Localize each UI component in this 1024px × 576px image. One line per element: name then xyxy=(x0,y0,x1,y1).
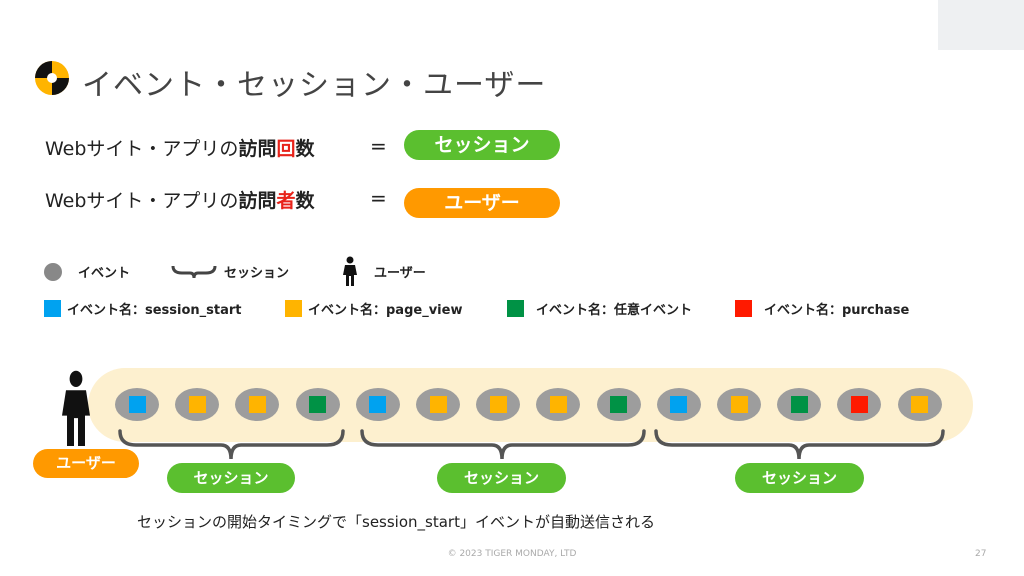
blue-square-icon xyxy=(44,300,61,317)
person-icon xyxy=(343,256,357,286)
legend-purchase: イベント名：purchase xyxy=(735,299,909,318)
event-circle xyxy=(596,388,641,421)
event-circle xyxy=(656,388,701,421)
page-number: 27 xyxy=(975,549,987,559)
event-type-square xyxy=(188,396,206,413)
event-type-square xyxy=(730,396,748,413)
brace-icon xyxy=(360,429,646,460)
yellow-square-icon xyxy=(285,300,302,317)
event-type-square xyxy=(248,396,266,413)
green-square-icon xyxy=(507,300,524,317)
brace-icon xyxy=(171,265,217,278)
session-label: セッション xyxy=(167,463,295,493)
event-type-square xyxy=(489,396,507,413)
legend-user: ユーザー xyxy=(342,256,426,286)
equals-sign: = xyxy=(370,186,387,210)
event-type-square xyxy=(911,396,929,413)
brace-icon xyxy=(118,429,345,460)
copyright: © 2023 TIGER MONDAY, LTD xyxy=(447,549,577,559)
event-type-square xyxy=(610,396,628,413)
event-type-square xyxy=(369,396,387,413)
event-circle xyxy=(536,388,581,421)
event-circle xyxy=(235,388,280,421)
brace-icon xyxy=(654,429,945,460)
page-title: イベント・セッション・ユーザー xyxy=(82,68,547,103)
legend-session-start: イベント名：session_start xyxy=(44,299,242,318)
equals-sign: = xyxy=(370,134,387,158)
event-type-square xyxy=(850,396,868,413)
event-type-square xyxy=(429,396,447,413)
event-circle xyxy=(295,388,340,421)
event-circle xyxy=(897,388,942,421)
session-pill: セッション xyxy=(404,130,560,160)
event-circle xyxy=(355,388,400,421)
session-braces xyxy=(118,429,945,460)
legend-page-view: イベント名：page_view xyxy=(285,299,462,318)
event-circle xyxy=(837,388,882,421)
legend-custom-event: イベント名：任意イベント xyxy=(507,299,692,318)
definition-session: Webサイト・アプリの訪問回数 xyxy=(45,138,315,160)
event-type-square xyxy=(128,396,146,413)
definition-user: Webサイト・アプリの訪問者数 xyxy=(45,190,315,212)
user-label: ユーザー xyxy=(33,449,139,478)
session-label: セッション xyxy=(437,463,566,493)
session-label: セッション xyxy=(735,463,864,493)
red-square-icon xyxy=(735,300,752,317)
user-pill: ユーザー xyxy=(404,188,560,218)
circle-icon xyxy=(44,262,62,281)
event-type-square xyxy=(790,396,808,413)
event-type-square xyxy=(309,396,327,413)
event-circle xyxy=(777,388,822,421)
event-circle xyxy=(175,388,220,421)
event-circle xyxy=(717,388,761,421)
legend-session: セッション xyxy=(170,262,289,281)
caption: セッションの開始タイミングで「session_start」イベントが自動送信され… xyxy=(137,513,655,531)
logo-icon xyxy=(35,61,69,95)
event-type-square xyxy=(670,396,688,413)
event-circle xyxy=(416,388,460,421)
legend-event: イベント xyxy=(44,262,130,281)
event-circle xyxy=(115,388,159,421)
event-circle xyxy=(476,388,521,421)
presenter-webcam xyxy=(938,0,1024,50)
person-icon xyxy=(62,370,90,446)
event-type-square xyxy=(549,396,567,413)
